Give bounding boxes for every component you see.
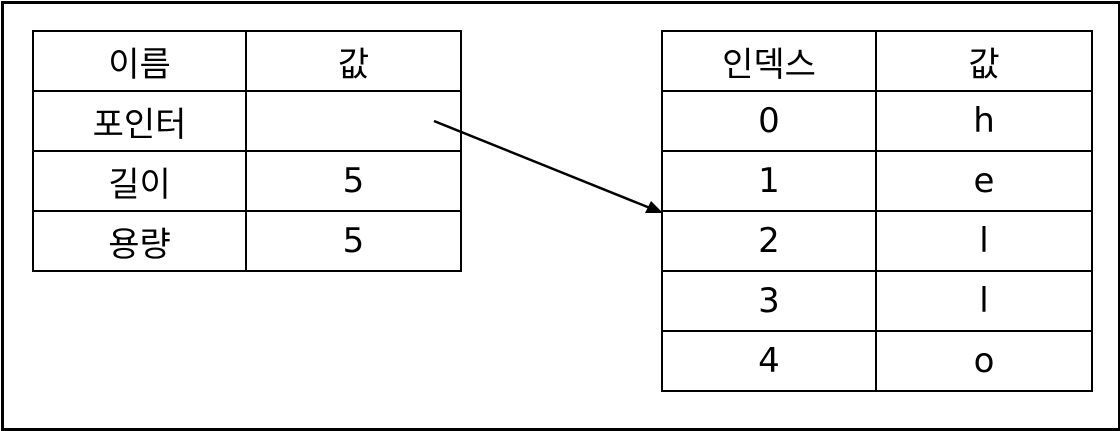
variable-table: 이름 값 포인터 길이 5 용량 5 [32, 30, 462, 272]
table-header-row: 이름 값 [32, 30, 462, 92]
table-row: 0 h [661, 90, 1093, 152]
row-value: 5 [245, 210, 462, 272]
buffer-table: 인덱스 값 0 h 1 e 2 l 3 l 4 o [661, 30, 1093, 392]
table-header-row: 인덱스 값 [661, 30, 1093, 92]
header-value: 값 [875, 30, 1093, 92]
header-name: 이름 [32, 30, 247, 92]
row-name: 길이 [32, 150, 247, 212]
header-index: 인덱스 [661, 30, 877, 92]
table-row: 4 o [661, 330, 1093, 392]
row-value: e [875, 150, 1093, 212]
row-value: h [875, 90, 1093, 152]
table-row: 1 e [661, 150, 1093, 212]
row-value [245, 90, 462, 152]
row-index: 1 [661, 150, 877, 212]
row-index: 3 [661, 270, 877, 332]
row-name: 포인터 [32, 90, 247, 152]
row-index: 2 [661, 210, 877, 272]
row-value: 5 [245, 150, 462, 212]
row-value: o [875, 330, 1093, 392]
table-row: 2 l [661, 210, 1093, 272]
row-index: 0 [661, 90, 877, 152]
row-index: 4 [661, 330, 877, 392]
row-value: l [875, 210, 1093, 272]
table-row: 용량 5 [32, 210, 462, 272]
table-row: 포인터 [32, 90, 462, 152]
row-name: 용량 [32, 210, 247, 272]
row-value: l [875, 270, 1093, 332]
table-row: 길이 5 [32, 150, 462, 212]
header-value: 값 [245, 30, 462, 92]
table-row: 3 l [661, 270, 1093, 332]
